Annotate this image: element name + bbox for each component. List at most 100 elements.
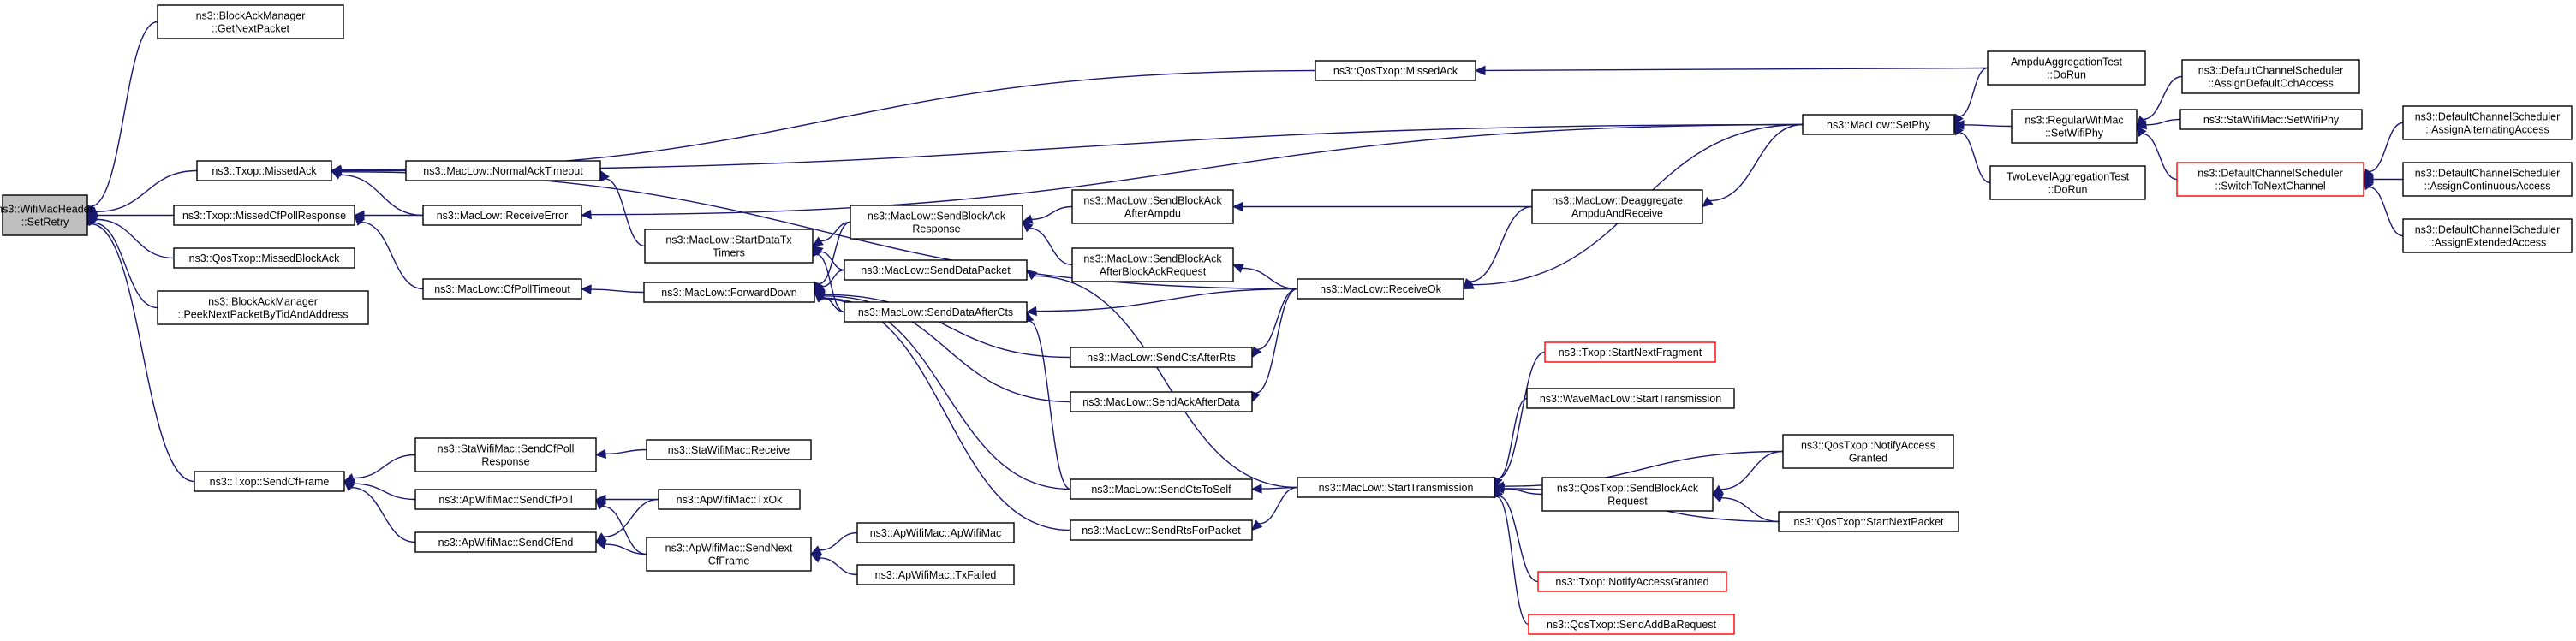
node-box[interactable] (173, 247, 355, 269)
function-node-ap-sendcfpoll[interactable]: ns3::ApWifiMac::SendCfPoll (414, 489, 597, 510)
node-box[interactable] (1071, 247, 1234, 282)
function-node-dcs-assigndefault[interactable]: ns3::DefaultChannelScheduler::AssignDefa… (2181, 59, 2360, 94)
node-box[interactable] (405, 160, 601, 181)
function-node-maclow-normalack[interactable]: ns3::MacLow::NormalAckTimeout (405, 160, 601, 181)
function-node-maclow-starttransmission[interactable]: ns3::MacLow::StartTransmission (1297, 477, 1495, 498)
function-node-maclow-sendackafterdata[interactable]: ns3::MacLow::SendAckAfterData (1070, 391, 1253, 412)
node-box[interactable] (1297, 477, 1495, 498)
node-box[interactable] (1537, 571, 1727, 592)
node-box[interactable] (173, 205, 355, 226)
function-node-sta-receive[interactable]: ns3::StaWifiMac::Receive (646, 439, 812, 460)
function-node-qos-missedblockack[interactable]: ns3::QosTxop::MissedBlockAck (173, 247, 355, 269)
node-box[interactable] (646, 439, 812, 460)
function-node-qos-notifyaccessgranted[interactable]: ns3::QosTxop::NotifyAccessGranted (1782, 434, 1954, 469)
function-node-dcs-assigncontinuous[interactable]: ns3::DefaultChannelScheduler::AssignCont… (2402, 162, 2573, 197)
node-box[interactable] (414, 489, 597, 510)
node-box[interactable] (196, 160, 332, 181)
node-box[interactable] (2402, 105, 2573, 140)
function-node-qos-sendaddbareq[interactable]: ns3::QosTxop::SendAddBaRequest (1528, 614, 1735, 635)
function-node-txop-sendcfframe[interactable]: ns3::Txop::SendCfFrame (194, 471, 345, 492)
function-node-maclow-setphy[interactable]: ns3::MacLow::SetPhy (1802, 114, 1955, 135)
function-node-ap-txok[interactable]: ns3::ApWifiMac::TxOk (658, 489, 801, 510)
node-box[interactable] (414, 437, 597, 472)
function-node-maclow-senddataaftercts[interactable]: ns3::MacLow::SendDataAfterCts (844, 301, 1028, 323)
function-node-txop-startnextfragment[interactable]: ns3::Txop::StartNextFragment (1544, 341, 1716, 363)
function-node-maclow-senddatapacket[interactable]: ns3::MacLow::SendDataPacket (844, 259, 1028, 281)
function-node-maclow-sendctstoself[interactable]: ns3::MacLow::SendCtsToSelf (1070, 478, 1253, 500)
node-box[interactable] (1070, 519, 1253, 541)
function-node-maclow-receiveerror[interactable]: ns3::MacLow::ReceiveError (422, 205, 582, 226)
node-box[interactable] (1541, 477, 1714, 512)
node-box[interactable] (856, 564, 1015, 585)
function-node-qos-missedack[interactable]: ns3::QosTxop::MissedAck (1315, 60, 1476, 81)
node-box[interactable] (194, 471, 345, 492)
node-box[interactable] (1531, 189, 1703, 224)
function-node-dcs-switchtonext[interactable]: ns3::DefaultChannelScheduler::SwitchToNe… (2176, 162, 2364, 197)
function-node-txop-missedack[interactable]: ns3::Txop::MissedAck (196, 160, 332, 181)
node-box[interactable] (1544, 341, 1716, 363)
node-box[interactable] (2402, 218, 2573, 253)
function-node-twolevel-dorun[interactable]: TwoLevelAggregationTest::DoRun (1989, 165, 2146, 200)
node-box[interactable] (844, 301, 1028, 323)
function-node-ap-txfailed[interactable]: ns3::ApWifiMac::TxFailed (856, 564, 1015, 585)
node-box[interactable] (2402, 162, 2573, 197)
node-box[interactable] (646, 537, 812, 572)
node-box[interactable] (1070, 347, 1253, 368)
node-box[interactable] (1526, 388, 1735, 409)
node-box[interactable] (1070, 478, 1253, 500)
function-node-maclow-sendblockackafterbar[interactable]: ns3::MacLow::SendBlockAckAfterBlockAckRe… (1071, 247, 1234, 282)
function-node-maclow-receiveok[interactable]: ns3::MacLow::ReceiveOk (1297, 278, 1464, 300)
node-box[interactable] (2, 194, 88, 236)
function-node-ampdu-dorun[interactable]: AmpduAggregationTest::DoRun (1987, 50, 2146, 86)
node-box[interactable] (1071, 189, 1234, 224)
node-box[interactable] (844, 259, 1028, 281)
function-node-regularwifimac-setwifiphy[interactable]: ns3::RegularWifiMac::SetWifiPhy (2011, 109, 2138, 144)
function-node-wavemaclow-starttx[interactable]: ns3::WaveMacLow::StartTransmission (1526, 388, 1735, 409)
node-box[interactable] (2179, 109, 2363, 130)
node-box[interactable] (157, 4, 344, 39)
node-box[interactable] (850, 205, 1023, 240)
function-node-bam-getnext[interactable]: ns3::BlockAckManager::GetNextPacket (157, 4, 344, 39)
function-node-maclow-cfpolltimeout[interactable]: ns3::MacLow::CfPollTimeout (422, 278, 582, 300)
node-box[interactable] (658, 489, 801, 510)
node-box[interactable] (2011, 109, 2138, 144)
node-box[interactable] (856, 522, 1015, 543)
function-node-dcs-assignextended[interactable]: ns3::DefaultChannelScheduler::AssignExte… (2402, 218, 2573, 253)
node-box[interactable] (1802, 114, 1955, 135)
node-box[interactable] (1297, 278, 1464, 300)
node-box[interactable] (644, 229, 814, 264)
node-box[interactable] (1315, 60, 1476, 81)
node-box[interactable] (1987, 50, 2146, 86)
function-node-bam-peek[interactable]: ns3::BlockAckManager::PeekNextPacketByTi… (157, 290, 369, 325)
function-node-txop-notifyaccessgranted[interactable]: ns3::Txop::NotifyAccessGranted (1537, 571, 1727, 592)
function-node-setretry[interactable]: ns3::WifiMacHeader::SetRetry (0, 194, 93, 236)
node-box[interactable] (2176, 162, 2364, 197)
node-box[interactable] (422, 278, 582, 300)
node-box[interactable] (157, 290, 369, 325)
node-box[interactable] (1528, 614, 1735, 635)
node-box[interactable] (414, 531, 597, 553)
node-box[interactable] (1989, 165, 2146, 200)
node-box[interactable] (643, 282, 815, 303)
function-node-maclow-forwarddown[interactable]: ns3::MacLow::ForwardDown (643, 282, 815, 303)
function-node-ap-apwifimac[interactable]: ns3::ApWifiMac::ApWifiMac (856, 522, 1015, 543)
node-box[interactable] (1778, 511, 1959, 532)
node-box[interactable] (2181, 59, 2360, 94)
function-node-maclow-sendctsafterrts[interactable]: ns3::MacLow::SendCtsAfterRts (1070, 347, 1253, 368)
function-node-maclow-sendrtsforpacket[interactable]: ns3::MacLow::SendRtsForPacket (1070, 519, 1253, 541)
function-node-ap-sendcfend[interactable]: ns3::ApWifiMac::SendCfEnd (414, 531, 597, 553)
node-box[interactable] (1070, 391, 1253, 412)
node-box[interactable] (1782, 434, 1954, 469)
function-node-dcs-assignalternating[interactable]: ns3::DefaultChannelScheduler::AssignAlte… (2402, 105, 2573, 140)
function-node-txop-missedcfpoll[interactable]: ns3::Txop::MissedCfPollResponse (173, 205, 355, 226)
function-node-sta-setwifiphy[interactable]: ns3::StaWifiMac::SetWifiPhy (2179, 109, 2363, 130)
node-box[interactable] (422, 205, 582, 226)
function-node-qos-startnextpacket[interactable]: ns3::QosTxop::StartNextPacket (1778, 511, 1959, 532)
